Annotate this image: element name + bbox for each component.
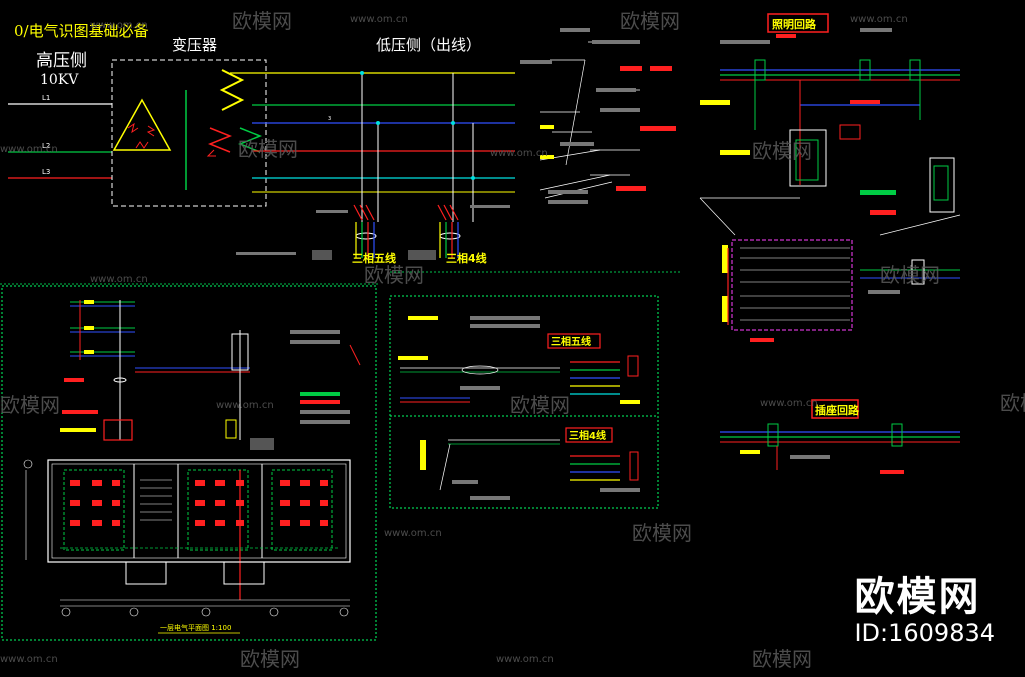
- watermark-brand: 欧模网: [632, 521, 692, 545]
- brand-watermark: 欧模网 ID:1609834: [854, 575, 995, 647]
- watermark-site: www.om.cn: [350, 14, 408, 25]
- five-wire-diagram: 三相五线: [398, 316, 640, 404]
- watermark-site: www.om.cn: [496, 654, 554, 665]
- watermark-site: www.om.cn: [384, 528, 442, 539]
- brand-logo-text: 欧模网: [854, 574, 981, 620]
- floor-plan: 一层电气平面图 1:100: [23, 459, 351, 634]
- four-wire-diagram: 三相4线: [420, 427, 640, 500]
- floor-plan-title: 一层电气平面图 1:100: [160, 623, 231, 632]
- hv-voltage-label: 10KV: [40, 72, 79, 88]
- line-label-l2: L2: [42, 142, 50, 150]
- transformer-box: [111, 59, 267, 207]
- star-winding-icon: [219, 69, 245, 111]
- brand-id: ID:1609834: [854, 619, 995, 647]
- transformer-section: 0/电气识图基础必备 高压侧 10KV 变压器 低压侧（出线） L1 L2 L3…: [8, 22, 515, 265]
- line-label-l3: L3: [42, 168, 50, 176]
- hv-side-label: 高压侧: [36, 51, 87, 71]
- svg-text:3: 3: [328, 116, 331, 122]
- watermark-brand: 欧模网: [240, 647, 300, 671]
- five-wire-diagram-label: 三相五线: [551, 335, 591, 348]
- watermark-site: www.om.cn: [0, 144, 58, 155]
- watermark-site: www.om.cn: [850, 14, 908, 25]
- watermark-site: www.om.cn: [216, 400, 274, 411]
- watermark-brand: 欧模网: [752, 139, 812, 163]
- delta-winding-icon: [112, 98, 172, 151]
- watermark-brand: 欧模网: [232, 9, 292, 33]
- four-wire-label: 三相4线: [446, 251, 487, 265]
- riser-diagram: [60, 300, 361, 450]
- transformer-label: 变压器: [172, 36, 217, 54]
- watermark-brand: 欧模网: [238, 137, 298, 161]
- watermark-brand: 欧模网: [1000, 391, 1025, 415]
- line-label-l1: L1: [42, 94, 50, 102]
- lighting-circuit-label: 照明回路: [772, 17, 817, 31]
- watermark-brand: 欧模网: [510, 393, 570, 417]
- distribution-panel: [699, 197, 961, 342]
- watermark-site: www.om.cn: [0, 654, 58, 665]
- wiring-dashed-frame: [389, 295, 659, 509]
- watermark-brand: 欧模网: [364, 263, 424, 287]
- lighting-circuit-tag: [767, 13, 829, 33]
- watermark-brand: 欧模网: [752, 647, 812, 671]
- socket-circuit-tag: [811, 399, 859, 419]
- watermark-site: www.om.cn: [760, 398, 818, 409]
- watermark-layer: www.om.cn 欧模网 www.om.cn 欧模网 www.om.cn ww…: [0, 9, 1025, 671]
- watermark-brand: 欧模网: [880, 263, 940, 287]
- lighting-circuit-section: 照明回路: [700, 13, 960, 215]
- socket-circuit-label: 插座回路: [815, 403, 860, 417]
- drawing-title: 0/电气识图基础必备: [14, 22, 149, 40]
- five-wire-label: 三相五线: [352, 251, 396, 265]
- socket-circuit-section: 插座回路: [720, 399, 960, 474]
- watermark-brand: 欧模网: [620, 9, 680, 33]
- watermark-site: www.om.cn: [90, 20, 148, 31]
- watermark-brand: 欧模网: [0, 393, 60, 417]
- watermark-site: www.om.cn: [490, 148, 548, 159]
- four-wire-diagram-label: 三相4线: [569, 429, 606, 442]
- watermark-site: www.om.cn: [90, 274, 148, 285]
- lv-side-label: 低压侧（出线）: [376, 36, 481, 54]
